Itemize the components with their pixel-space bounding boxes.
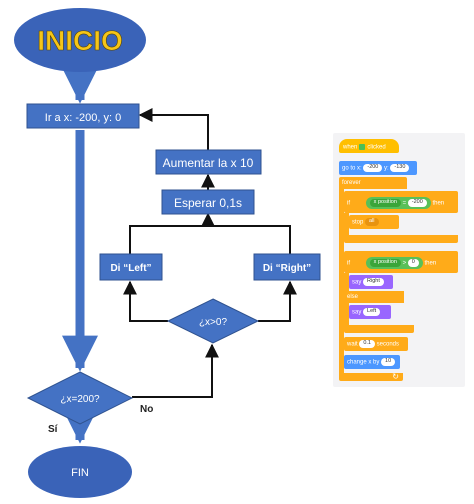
edge-cond-to-say-left	[123, 280, 168, 322]
increment-label: Aumentar la x 10	[163, 156, 254, 170]
goto-y-label: y:	[384, 165, 389, 172]
val1-input: -200	[407, 199, 427, 207]
gt-label: >	[402, 260, 407, 267]
block-stop: stop all	[349, 215, 399, 229]
cond-x-gt-0-label: ¿x>0?	[199, 317, 228, 328]
change-label: change x by	[347, 359, 380, 366]
if2-label: if	[347, 260, 350, 267]
block-say-right: say Right	[349, 275, 393, 289]
eq-label: =	[402, 200, 407, 207]
block-if-1-arm	[344, 213, 349, 235]
scratch-code-panel: when clicked go to x: -200 y: -130 foreve…	[333, 133, 465, 387]
wait-label: Esperar 0,1s	[174, 196, 242, 210]
xpos1-reporter: x position	[369, 199, 401, 207]
block-greater: x position > 0	[365, 257, 423, 269]
wait-label: wait	[347, 341, 358, 348]
val2-input: 0	[407, 259, 419, 267]
goto-y-value: -130	[390, 164, 410, 172]
block-wait: wait 0.1 seconds	[344, 337, 408, 351]
when-label: when	[343, 144, 358, 151]
clicked-label: clicked	[367, 144, 386, 151]
start-label: INICIO	[37, 25, 123, 56]
stop-option: all	[365, 218, 379, 226]
say1-value: Right	[363, 278, 384, 286]
end-node	[28, 446, 132, 498]
then1-label: then	[432, 200, 445, 207]
block-when-flag-clicked: when clicked	[339, 139, 399, 153]
block-else: else	[344, 291, 404, 303]
seconds-label: seconds	[376, 341, 400, 348]
block-forever-end: ↻	[339, 373, 403, 381]
block-if-1: if x position = -200 then	[344, 191, 458, 213]
start-node	[14, 8, 146, 72]
wait-node	[161, 189, 255, 215]
edge-cond-to-say-right	[258, 280, 297, 322]
block-say-left: say Left	[349, 305, 391, 319]
wait-value: 0.1	[359, 340, 375, 348]
edge-no-branch	[132, 343, 219, 398]
say2-label: say	[352, 309, 362, 316]
goto-x-value: -200	[363, 164, 383, 172]
end-label: FIN	[71, 467, 89, 479]
say-right-label: Di “Right”	[263, 263, 311, 274]
goto-label: Ir a x: -200, y: 0	[45, 112, 121, 124]
cond-x-eq-200-label: ¿x=200?	[60, 394, 100, 405]
say-right-node	[253, 253, 321, 281]
edge-label-yes: Sí	[48, 424, 59, 435]
cond-x-gt-0-node	[166, 298, 260, 344]
green-flag-icon	[359, 144, 366, 150]
block-forever: forever	[339, 177, 407, 189]
block-if-2: if x position > 0 then	[344, 251, 458, 273]
xpos2-reporter: x position	[369, 259, 401, 267]
increment-node	[155, 149, 262, 175]
edge-increment-to-goto	[138, 108, 209, 150]
say-left-node	[99, 253, 163, 281]
change-value: 10	[381, 358, 396, 366]
block-if-2-end	[344, 325, 414, 333]
edge-say-left-to-wait	[129, 225, 208, 254]
else-label: else	[347, 294, 359, 300]
block-go-to: go to x: -200 y: -130	[339, 161, 417, 175]
block-change-x: change x by 10	[344, 355, 400, 369]
cond-x-eq-200-node	[26, 371, 134, 425]
loop-arrow-icon: ↻	[392, 372, 399, 381]
say2-value: Left	[363, 308, 381, 316]
forever-label: forever	[342, 180, 361, 186]
stop-label: stop	[352, 219, 364, 226]
say1-label: say	[352, 279, 362, 286]
then2-label: then	[424, 260, 437, 267]
block-forever-arm	[339, 189, 344, 375]
goto-node	[26, 103, 140, 129]
if1-label: if	[347, 200, 350, 207]
say-left-label: Di “Left”	[110, 263, 151, 274]
edge-label-no: No	[140, 404, 153, 415]
edge-say-right-to-wait	[208, 225, 291, 254]
block-if-1-end	[344, 235, 458, 243]
goto-label: go to x:	[342, 165, 362, 172]
block-equals: x position = -200	[365, 197, 431, 209]
